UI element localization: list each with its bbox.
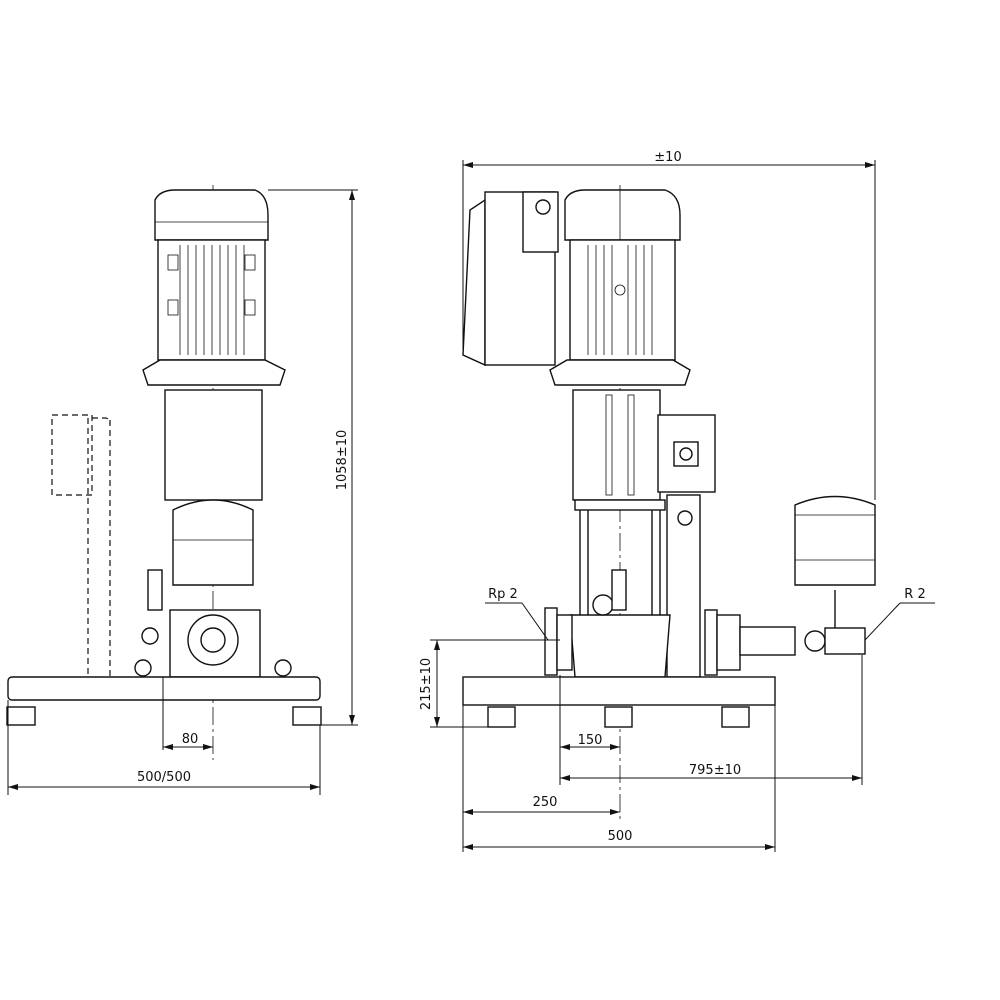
expansion-tank	[172, 499, 254, 586]
motor-fan-cover	[564, 189, 681, 241]
foot	[292, 706, 322, 726]
control-box-lid	[462, 198, 486, 367]
base-dimension: 500	[608, 829, 633, 844]
base-frame	[462, 676, 776, 706]
width-dimension: 500/500	[137, 770, 191, 785]
offset-dimension: 80	[182, 732, 199, 747]
motor-flange	[549, 359, 691, 386]
front-view: ±10 Rp 2 R 2 215±10 150 795±10 250 500	[419, 150, 935, 852]
outlet-label: R 2	[904, 587, 925, 602]
overall-dimension: ±10	[654, 150, 681, 165]
expansion-tank	[794, 495, 876, 586]
pump-housing	[569, 614, 671, 678]
left-side-view: 1058±10 80 500/500	[6, 185, 358, 795]
valve	[611, 569, 627, 611]
support-column	[666, 494, 701, 678]
control-panel-outline	[51, 414, 93, 496]
inlet-label: Rp 2	[488, 587, 518, 602]
inlet-flange	[544, 607, 558, 676]
foot	[6, 706, 36, 726]
outlet-gauge	[804, 630, 826, 652]
switch-box	[657, 414, 716, 493]
foot	[487, 706, 516, 728]
offset-dimension: 150	[578, 733, 603, 748]
pressure-gauge	[592, 594, 614, 616]
height-dimension: 1058±10	[335, 430, 350, 491]
valve	[147, 569, 163, 611]
base-frame	[7, 676, 321, 701]
motor-flange	[142, 359, 286, 386]
foot	[721, 706, 750, 728]
motor-fan-cover	[154, 189, 269, 241]
lantern	[572, 389, 661, 501]
terminal-panel	[522, 191, 559, 253]
length-dimension: 795±10	[689, 763, 741, 778]
lantern	[164, 389, 263, 501]
outlet-pipe	[739, 626, 796, 656]
pressure-gauge	[141, 627, 159, 645]
base-height-dimension: 215±10	[419, 658, 434, 710]
pump-housing	[169, 609, 261, 678]
motor-body	[569, 239, 676, 361]
switch-icon	[673, 441, 699, 467]
foot	[604, 706, 633, 728]
outlet-flange	[704, 609, 718, 676]
center-dimension: 250	[533, 795, 558, 810]
